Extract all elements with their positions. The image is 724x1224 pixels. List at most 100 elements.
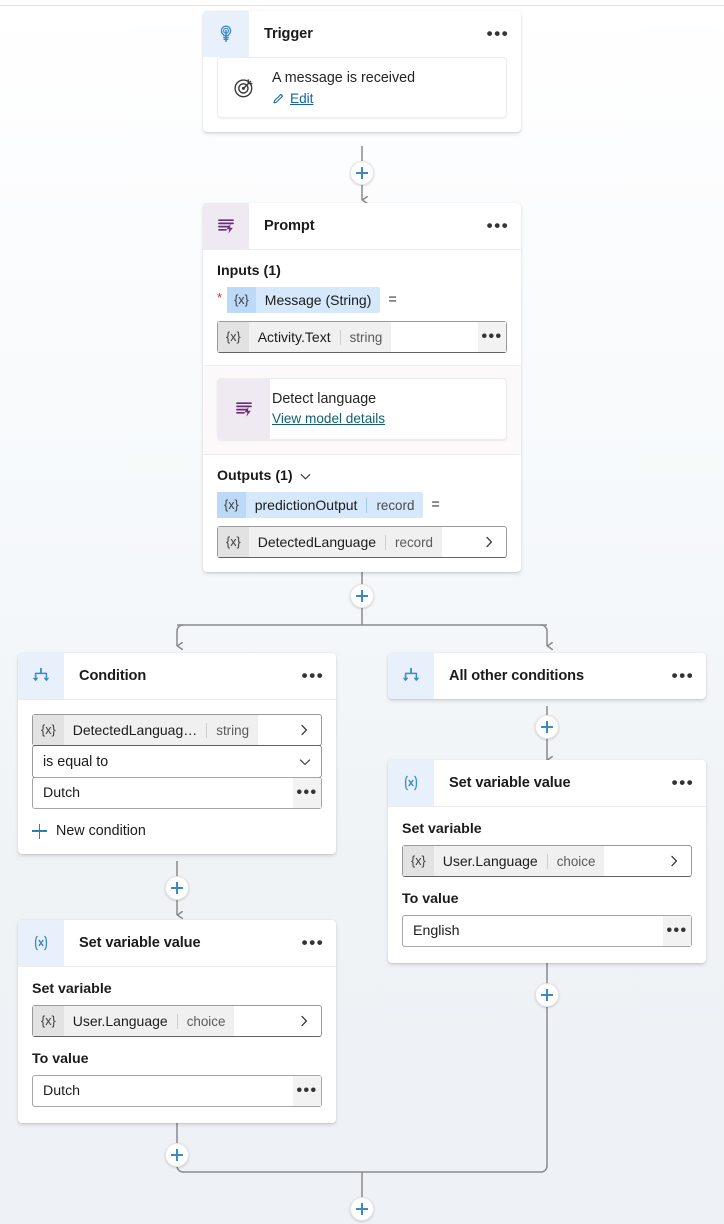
- variable-x-icon: {x}: [33, 715, 64, 745]
- set-variable-dutch-variable-expand[interactable]: [297, 1014, 321, 1028]
- all-other-conditions-menu[interactable]: •••: [671, 666, 695, 685]
- trigger-message-card-text: A message is received Edit: [270, 58, 506, 117]
- prompt-node-title: Prompt: [264, 218, 315, 234]
- set-variable-dutch-value-menu[interactable]: •••: [293, 1076, 321, 1106]
- trigger-message-title: A message is received: [272, 70, 416, 86]
- separator: [366, 497, 368, 513]
- condition-right-operand-menu[interactable]: •••: [293, 778, 321, 808]
- plus-icon: [32, 823, 47, 839]
- prompt-input-token-name: Message (String): [264, 292, 372, 308]
- chevron-right-icon: [486, 537, 493, 548]
- set-variable-dutch-label: Set variable: [32, 981, 112, 997]
- equals-sign: =: [388, 292, 397, 308]
- condition-operator-select[interactable]: is equal to: [32, 745, 322, 778]
- prompt-output-value-type: record: [395, 534, 434, 550]
- set-variable-dutch-header: Set variable value •••: [18, 920, 336, 966]
- add-step-after-prompt[interactable]: [350, 584, 374, 608]
- prompt-model-card-text: Detect language View model details: [270, 379, 506, 439]
- set-variable-english-variable-name: User.Language: [442, 853, 538, 869]
- prompt-input-value-field[interactable]: {x} Activity.Text string •••: [217, 321, 507, 353]
- condition-left-operand-type: string: [216, 722, 250, 738]
- condition-node-menu[interactable]: •••: [301, 666, 325, 685]
- prompt-outputs-label-row[interactable]: Outputs (1): [217, 468, 507, 484]
- prompt-output-token-type: record: [376, 497, 415, 513]
- set-variable-dutch-value-field[interactable]: Dutch •••: [32, 1075, 322, 1107]
- trigger-node[interactable]: Trigger ••• A message is received: [203, 11, 521, 133]
- divider: [203, 249, 521, 250]
- divider: [203, 454, 521, 456]
- set-variable-english-header: Set variable value •••: [388, 760, 706, 806]
- trigger-message-card[interactable]: A message is received Edit: [217, 57, 507, 119]
- divider: [388, 806, 706, 807]
- condition-node[interactable]: Condition ••• {x} DetectedLanguag… strin…: [18, 653, 336, 854]
- trigger-node-menu[interactable]: •••: [486, 24, 510, 43]
- chevron-right-icon: [301, 724, 308, 736]
- set-variable-english-body: Set variable {x} User.Language choice To…: [388, 807, 706, 963]
- add-step-after-set-var-dutch[interactable]: [165, 1143, 189, 1167]
- set-variable-value-dutch-node[interactable]: Set variable value ••• Set variable {x} …: [18, 920, 336, 1123]
- trigger-node-header: Trigger •••: [203, 11, 521, 57]
- set-variable-english-menu[interactable]: •••: [671, 773, 695, 792]
- set-variable-english-value-field[interactable]: English •••: [402, 915, 692, 947]
- variable-x-icon: {x}: [403, 846, 434, 876]
- prompt-lines-bolt-icon: [203, 203, 249, 249]
- prompt-model-card[interactable]: Detect language View model details: [217, 378, 507, 441]
- add-step-after-merge[interactable]: [350, 1197, 374, 1221]
- branch-icon: [388, 653, 434, 699]
- prompt-node[interactable]: Prompt ••• Inputs (1) * {x} Message (Str…: [203, 203, 521, 573]
- set-variable-dutch-variable-pill: {x} User.Language choice: [33, 1006, 235, 1036]
- set-variable-english-value: English: [413, 923, 460, 939]
- trigger-edit-link[interactable]: Edit: [290, 91, 314, 107]
- condition-left-operand-pill: {x} DetectedLanguag… string: [33, 715, 259, 745]
- add-step-after-trigger[interactable]: [350, 161, 374, 185]
- chevron-down-icon: [299, 758, 311, 765]
- set-variable-english-variable-field[interactable]: {x} User.Language choice: [402, 845, 692, 877]
- variable-x-icon: {x}: [218, 322, 249, 352]
- set-variable-dutch-variable-type: choice: [186, 1013, 226, 1029]
- variable-x-icon: {x}: [218, 527, 249, 558]
- trigger-node-title: Trigger: [264, 26, 313, 42]
- new-condition-button[interactable]: New condition: [32, 819, 322, 839]
- divider: [18, 699, 336, 700]
- set-variable-english-variable-expand[interactable]: [667, 854, 691, 868]
- condition-operator-chevron[interactable]: [298, 755, 321, 769]
- separator: [206, 722, 208, 738]
- prompt-output-value-name: DetectedLanguage: [257, 534, 377, 551]
- target-icon: [218, 58, 270, 117]
- condition-left-operand-field[interactable]: {x} DetectedLanguag… string: [32, 714, 322, 746]
- variable-x-icon: [18, 920, 64, 966]
- add-step-after-condition[interactable]: [165, 876, 189, 900]
- prompt-input-value-menu[interactable]: •••: [478, 322, 506, 352]
- all-other-conditions-title: All other conditions: [449, 668, 585, 684]
- set-variable-english-variable-type: choice: [556, 853, 596, 869]
- condition-node-title: Condition: [79, 668, 147, 684]
- prompt-output-token-row: {x} predictionOutput record =: [217, 492, 507, 519]
- prompt-input-token: {x} Message (String): [227, 287, 381, 313]
- prompt-output-value-field[interactable]: {x} DetectedLanguage record: [217, 526, 507, 559]
- set-variable-value-english-node[interactable]: Set variable value ••• Set variable {x} …: [388, 760, 706, 963]
- prompt-node-menu[interactable]: •••: [486, 216, 510, 235]
- add-step-after-all-other-conditions[interactable]: [535, 715, 559, 739]
- all-other-conditions-node[interactable]: All other conditions •••: [388, 653, 706, 699]
- set-variable-dutch-variable-field[interactable]: {x} User.Language choice: [32, 1005, 322, 1037]
- add-step-after-set-var-english[interactable]: [535, 983, 559, 1007]
- condition-right-operand-value: Dutch: [43, 785, 81, 801]
- condition-right-operand-field[interactable]: Dutch •••: [32, 777, 322, 809]
- condition-node-header: Condition •••: [18, 653, 336, 699]
- prompt-lines-bolt-icon: [218, 379, 270, 440]
- set-variable-dutch-value: Dutch: [43, 1083, 81, 1099]
- set-variable-dutch-menu[interactable]: •••: [301, 933, 325, 952]
- prompt-input-token-row: * {x} Message (String) =: [217, 287, 507, 313]
- prompt-output-value-expand[interactable]: [482, 535, 506, 549]
- set-variable-english-value-menu[interactable]: •••: [663, 916, 691, 946]
- chevron-right-icon: [671, 855, 678, 867]
- prompt-input-value-pill: {x} Activity.Text string: [218, 322, 392, 352]
- prompt-input-value-name: Activity.Text: [257, 329, 331, 345]
- view-model-details-link[interactable]: View model details: [272, 411, 386, 427]
- prompt-model-band: Detect language View model details: [203, 365, 521, 455]
- prompt-node-header: Prompt •••: [203, 203, 521, 249]
- set-variable-english-label: Set variable: [402, 821, 482, 837]
- pencil-icon: [273, 94, 284, 104]
- condition-left-operand-expand[interactable]: [297, 723, 321, 737]
